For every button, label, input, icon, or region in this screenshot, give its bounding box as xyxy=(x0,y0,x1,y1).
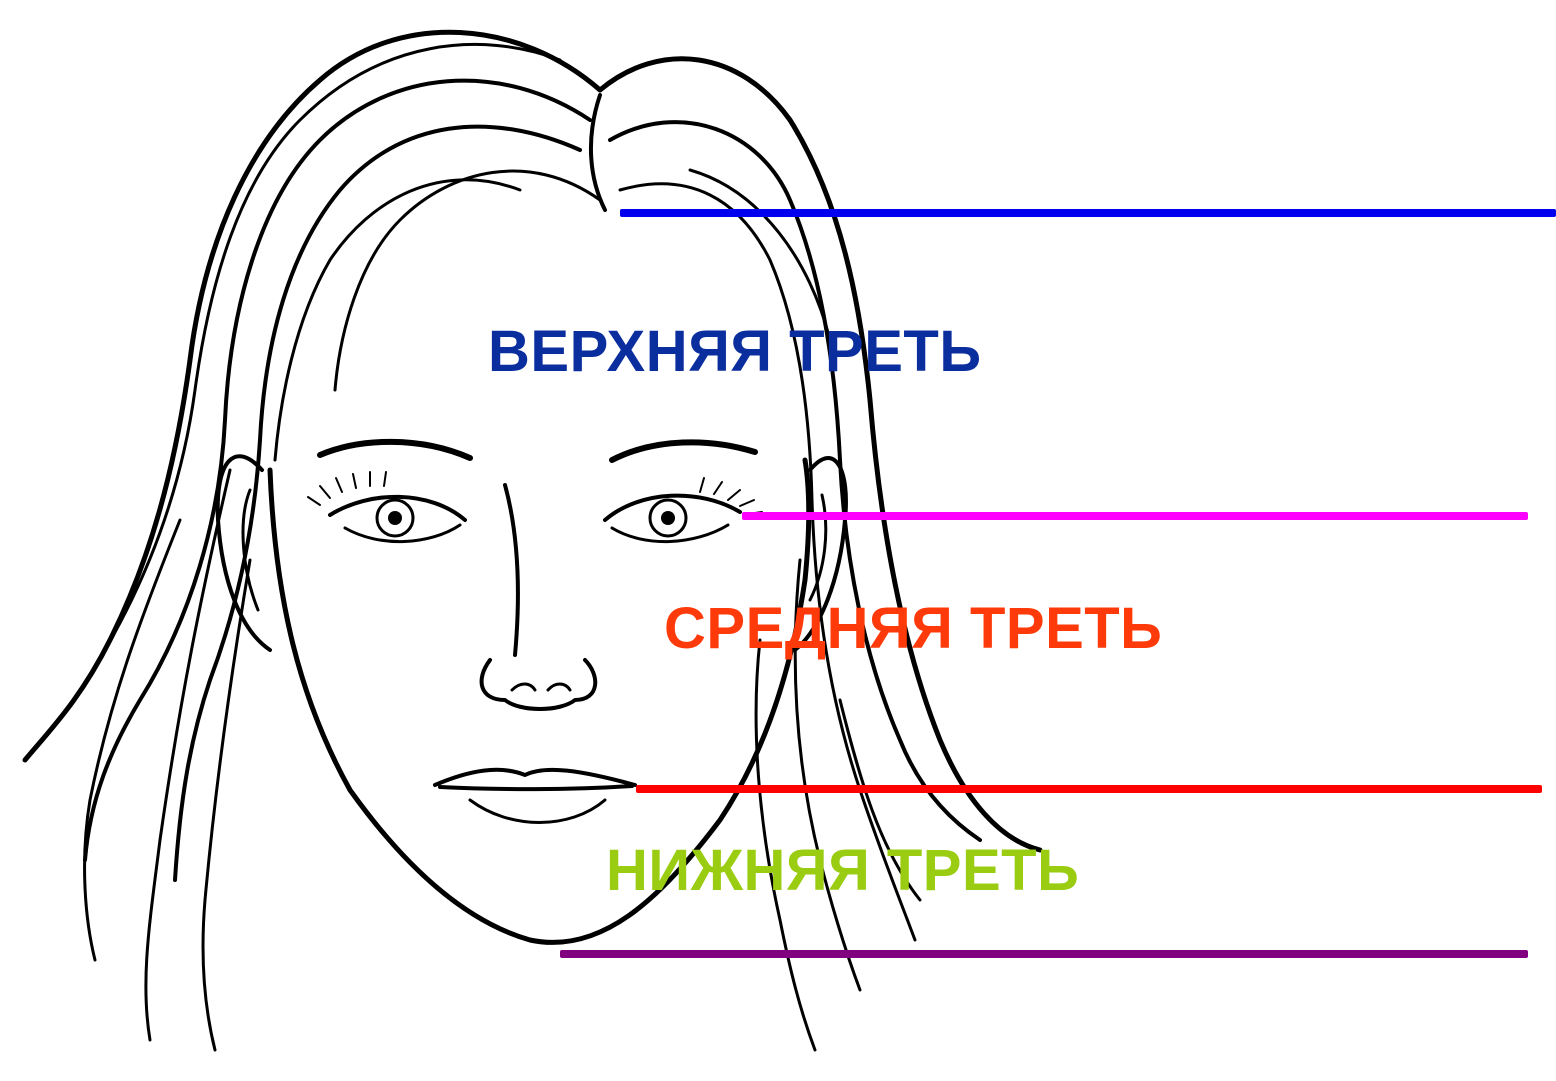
middle-third-label: СРЕДНЯЯ ТРЕТЬ xyxy=(664,600,1162,658)
left-pupil xyxy=(388,511,402,525)
left-eyebrow xyxy=(320,442,470,458)
upper-third-label: ВЕРХНЯЯ ТРЕТЬ xyxy=(488,323,982,381)
nostril-left xyxy=(512,684,535,690)
right-pupil xyxy=(661,511,675,525)
lower-lip xyxy=(470,800,605,823)
hairline-divider xyxy=(620,209,1556,217)
lower-third-label: НИЖНЯЯ ТРЕТЬ xyxy=(606,842,1079,900)
right-eye-lower xyxy=(612,525,728,542)
hair-parting xyxy=(591,95,605,210)
hair-strand xyxy=(85,81,590,860)
nose-base-divider xyxy=(636,785,1542,793)
hair-strand xyxy=(146,470,230,1040)
nose-bridge xyxy=(505,485,518,655)
hair-strand xyxy=(175,127,580,880)
nostril-right xyxy=(548,684,570,690)
mouth-line xyxy=(440,786,632,789)
brow-divider xyxy=(742,512,1528,520)
nose-bottom xyxy=(482,660,596,709)
hair-strand xyxy=(620,184,915,940)
hair-strand xyxy=(610,122,980,840)
chin-divider xyxy=(560,950,1528,958)
upper-lip xyxy=(435,770,635,785)
right-eyebrow xyxy=(612,442,755,460)
hair-outline-right xyxy=(600,59,1040,850)
